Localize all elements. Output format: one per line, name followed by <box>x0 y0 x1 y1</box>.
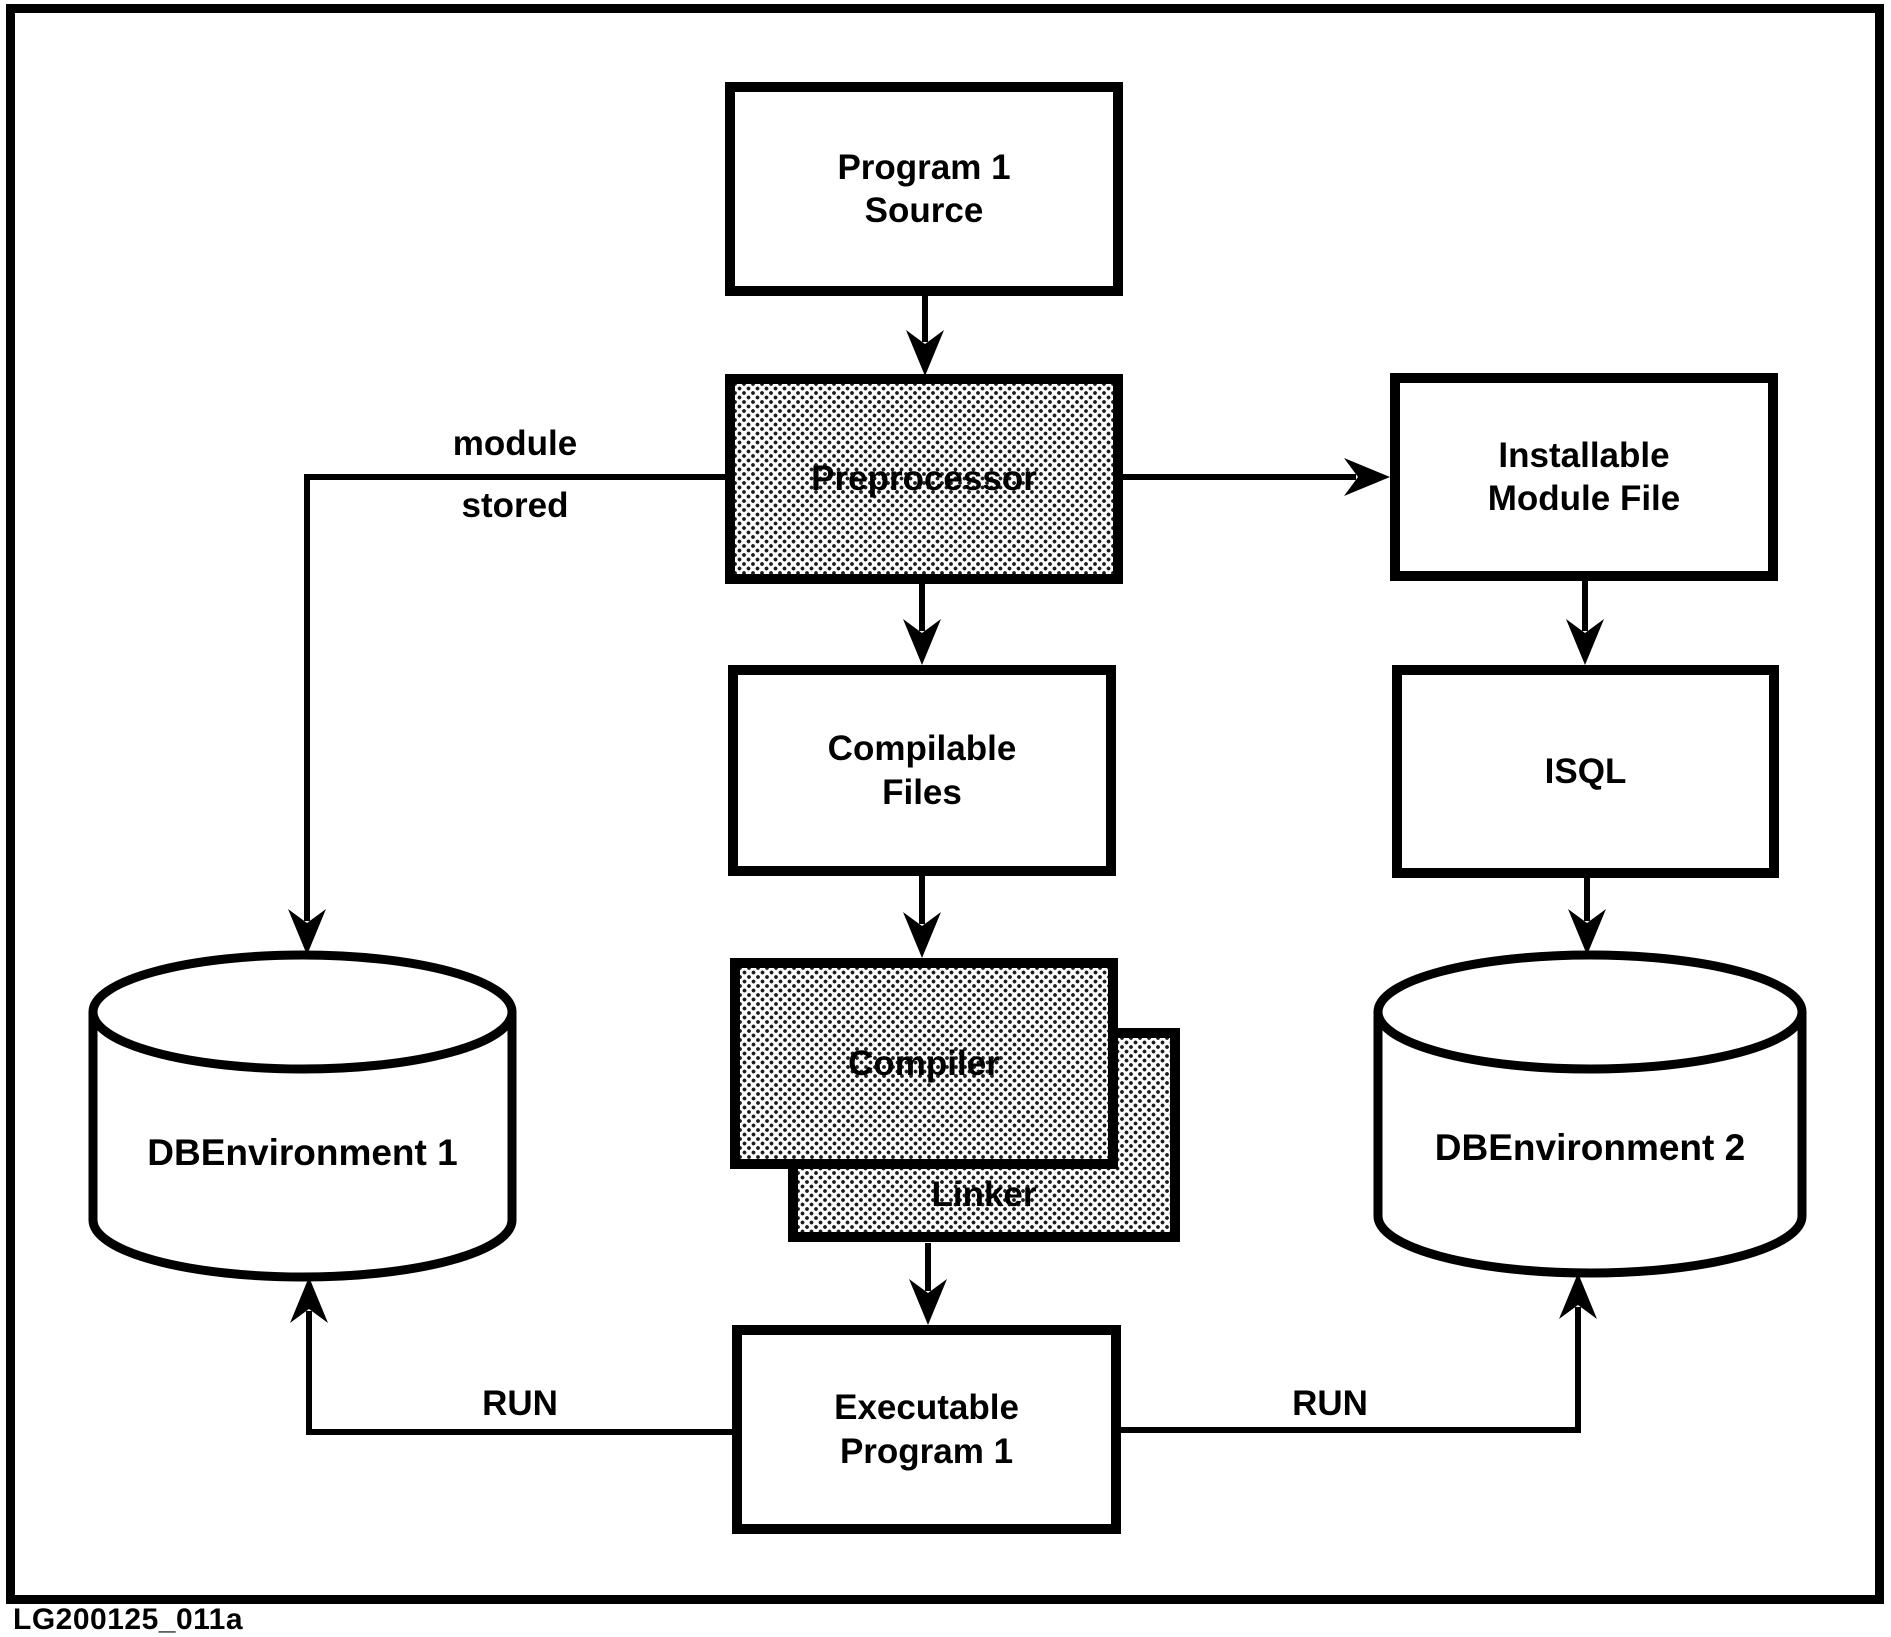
node-executable-program1-label: Executable Program 1 <box>834 1388 1019 1471</box>
node-compiler: Compiler <box>730 958 1118 1169</box>
node-compilable-files-label: Compilable Files <box>827 729 1017 812</box>
edge-label-module: module <box>452 424 578 463</box>
edge-installable-module-file-to-isql <box>1566 581 1604 665</box>
edge-isql-to-dbenvironment2 <box>1568 878 1606 955</box>
edge-label-run-left: RUN <box>482 1384 558 1423</box>
node-installable-module-file-label: Installable Module File <box>1487 435 1681 518</box>
edge-compilable-files-to-compiler <box>903 876 941 958</box>
node-dbenvironment1-label: DBEnvironment 1 <box>147 1132 458 1173</box>
node-preprocessor: Preprocessor <box>725 374 1123 584</box>
node-isql: ISQL <box>1392 665 1779 878</box>
edge-preprocessor-to-dbenvironment1-module-stored <box>288 474 725 955</box>
edge-executable-to-dbenvironment2-run <box>1120 1273 1597 1433</box>
node-executable-program1: Executable Program 1 <box>732 1325 1121 1534</box>
node-program1-source-label: Program 1 Source <box>837 147 1011 230</box>
node-isql-label: ISQL <box>1544 751 1627 791</box>
node-dbenvironment2-label: DBEnvironment 2 <box>1434 1127 1746 1168</box>
node-linker-label: Linker <box>931 1174 1037 1214</box>
figure-id-caption: LG200125_011a <box>13 1603 244 1636</box>
edge-preprocessor-to-compilable-files <box>903 584 941 665</box>
edge-label-run-right: RUN <box>1292 1384 1368 1423</box>
cylinder-dbenvironment1 <box>88 950 517 1282</box>
edge-executable-to-dbenvironment1-run <box>290 1277 732 1435</box>
node-program1-source: Program 1 Source <box>725 82 1123 296</box>
cylinder-dbenvironment2 <box>1373 950 1807 1278</box>
diagram-border <box>6 4 1884 1604</box>
node-compilable-files: Compilable Files <box>728 665 1116 876</box>
node-compiler-label: Compiler <box>848 1043 1000 1083</box>
node-preprocessor-label: Preprocessor <box>811 459 1037 499</box>
edge-preprocessor-to-installable-module-file <box>1122 458 1390 496</box>
edge-label-stored: stored <box>461 486 569 525</box>
node-installable-module-file: Installable Module File <box>1390 373 1778 581</box>
edge-source-to-preprocessor <box>906 296 944 376</box>
edge-linker-to-executable-program1 <box>909 1243 947 1325</box>
